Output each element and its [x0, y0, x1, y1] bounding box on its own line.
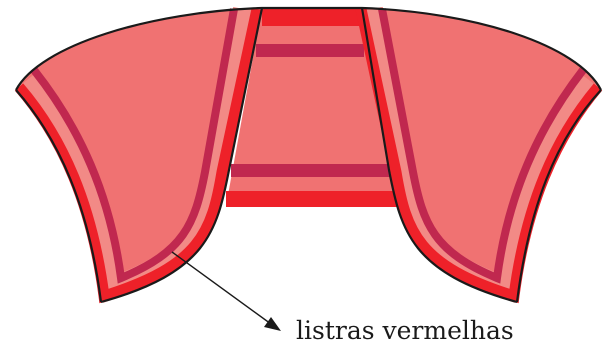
left-panel: [16, 8, 262, 302]
arrow-line: [172, 252, 271, 324]
annotation-label: listras vermelhas: [296, 316, 514, 345]
right-panel: [361, 8, 601, 302]
bottom-red-band: [226, 191, 408, 207]
annotation-arrow: [172, 252, 281, 331]
upper-dark-stripe: [256, 44, 364, 57]
lower-dark-stripe: [231, 164, 390, 177]
top-red-band: [262, 9, 362, 26]
arrow-head: [264, 317, 281, 331]
